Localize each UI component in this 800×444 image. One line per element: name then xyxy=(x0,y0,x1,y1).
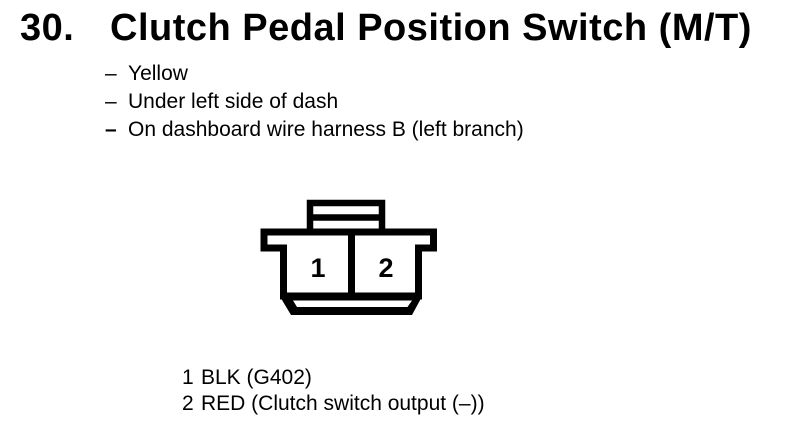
bullet-dash: – xyxy=(105,90,117,113)
legend-row-pin1: 1 BLK (G402) xyxy=(182,365,485,391)
pin-legend: 1 BLK (G402) 2 RED (Clutch switch output (… xyxy=(182,365,485,417)
list-item-harness: –On dashboard wire harness B (left branc… xyxy=(105,116,524,144)
bullet-dash: – xyxy=(105,118,117,141)
pin-1-number: 1 xyxy=(310,253,325,283)
page-title: Clutch Pedal Position Switch (M/T) xyxy=(110,7,752,49)
list-item-label: Under left side of dash xyxy=(128,90,339,113)
detail-list: –Yellow –Under left side of dash –On das… xyxy=(105,60,524,144)
legend-row-pin2: 2 RED (Clutch switch output (–)) xyxy=(182,391,485,417)
connector-drawing-svg: 1 2 xyxy=(260,199,437,315)
section-number: 30. xyxy=(20,7,75,49)
bullet-dash: – xyxy=(105,62,117,85)
connector-lock-tab xyxy=(306,199,386,236)
list-item-location: –Under left side of dash xyxy=(105,88,524,116)
list-item-color: –Yellow xyxy=(105,60,524,88)
pin-2-number: 2 xyxy=(378,253,393,283)
legend-pin-label: BLK (G402) xyxy=(201,366,312,389)
legend-pin-number: 2 xyxy=(182,392,194,415)
list-item-label: On dashboard wire harness B (left branch… xyxy=(128,118,524,141)
legend-pin-label: RED (Clutch switch output (–)) xyxy=(201,392,485,415)
list-item-label: Yellow xyxy=(128,62,188,85)
connector-diagram: 1 2 xyxy=(250,192,450,322)
legend-pin-number: 1 xyxy=(182,366,194,389)
